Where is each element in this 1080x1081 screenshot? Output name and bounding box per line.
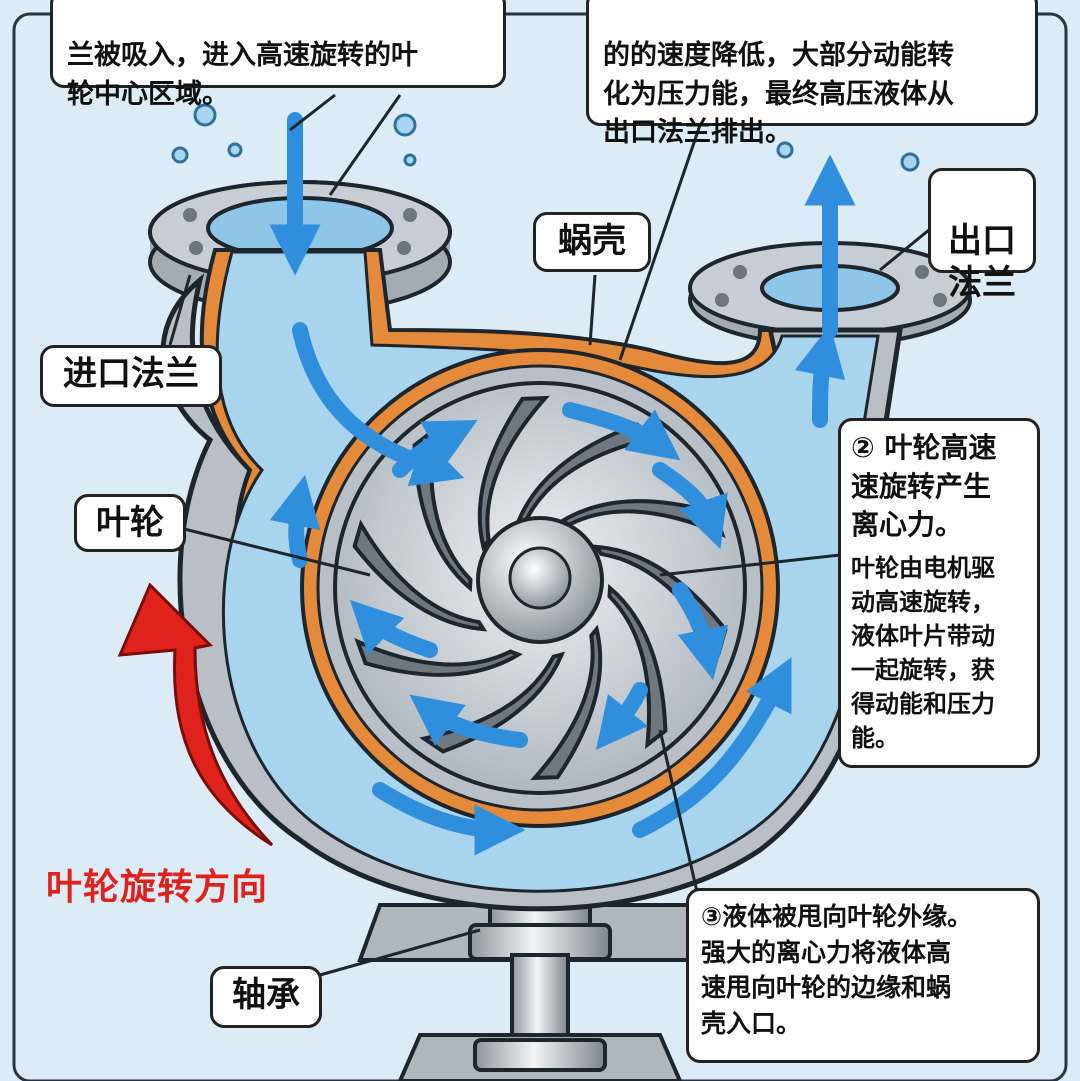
step3-title: ③液体被甩向叶轮外缘。 <box>701 902 973 931</box>
label-bearing: 轴承 <box>210 966 322 1028</box>
flow-arrows <box>269 112 856 856</box>
rotation-direction-arrow <box>117 582 274 847</box>
impeller-blade <box>352 519 488 632</box>
outlet-flange-label-text: 出口 法兰 <box>948 220 1016 304</box>
inlet-flange-label-text: 进口法兰 <box>63 354 199 394</box>
rotation-direction-label: 叶轮旋转方向 <box>46 867 269 908</box>
bearing-label-text: 轴承 <box>232 975 300 1015</box>
label-impeller: 叶轮 <box>74 494 186 552</box>
callout-step2: ② 叶轮高速 速旋转产生 离心力。 叶轮由电机驱 动高速旋转， 液体叶片带动 一… <box>838 418 1040 768</box>
volute-label-text: 蜗壳 <box>558 221 626 261</box>
label-outlet-flange: 出口 法兰 <box>928 168 1036 303</box>
impeller-blade <box>477 395 550 552</box>
step2-body: 叶轮由电机驱 动高速旋转， 液体叶片带动 一起旋转，获 得动能和压力 能。 <box>851 553 995 753</box>
impeller-blade <box>530 624 603 781</box>
step3-body: 强大的离心力将液体高 速甩向叶轮的边缘和蜗 壳入口。 <box>701 937 952 1038</box>
label-volute: 蜗壳 <box>533 212 651 272</box>
callout-inlet-text: 兰被吸入，进入高速旋转的叶 轮中心区域。 <box>67 40 418 110</box>
callout-step3: ③液体被甩向叶轮外缘。 强大的离心力将液体高 速甩向叶轮的边缘和蜗 壳入口。 <box>686 888 1040 1063</box>
callout-outlet: 的的速度降低，大部分动能转 化为压力能，最终高压液体从 出口法兰排出。 <box>586 0 1038 148</box>
callout-outlet-text: 的的速度降低，大部分动能转 化为压力能，最终高压液体从 出口法兰排出。 <box>603 40 954 148</box>
step2-title: ② 叶轮高速 速旋转产生 离心力。 <box>851 431 997 542</box>
callout-inlet: 兰被吸入，进入高速旋转的叶 轮中心区域。 <box>50 0 506 110</box>
water-droplets <box>171 103 920 172</box>
pump-base <box>357 878 723 1081</box>
impeller-label-text: 叶轮 <box>96 503 164 543</box>
label-inlet-flange: 进口法兰 <box>40 345 222 407</box>
leader-lines <box>168 93 936 977</box>
